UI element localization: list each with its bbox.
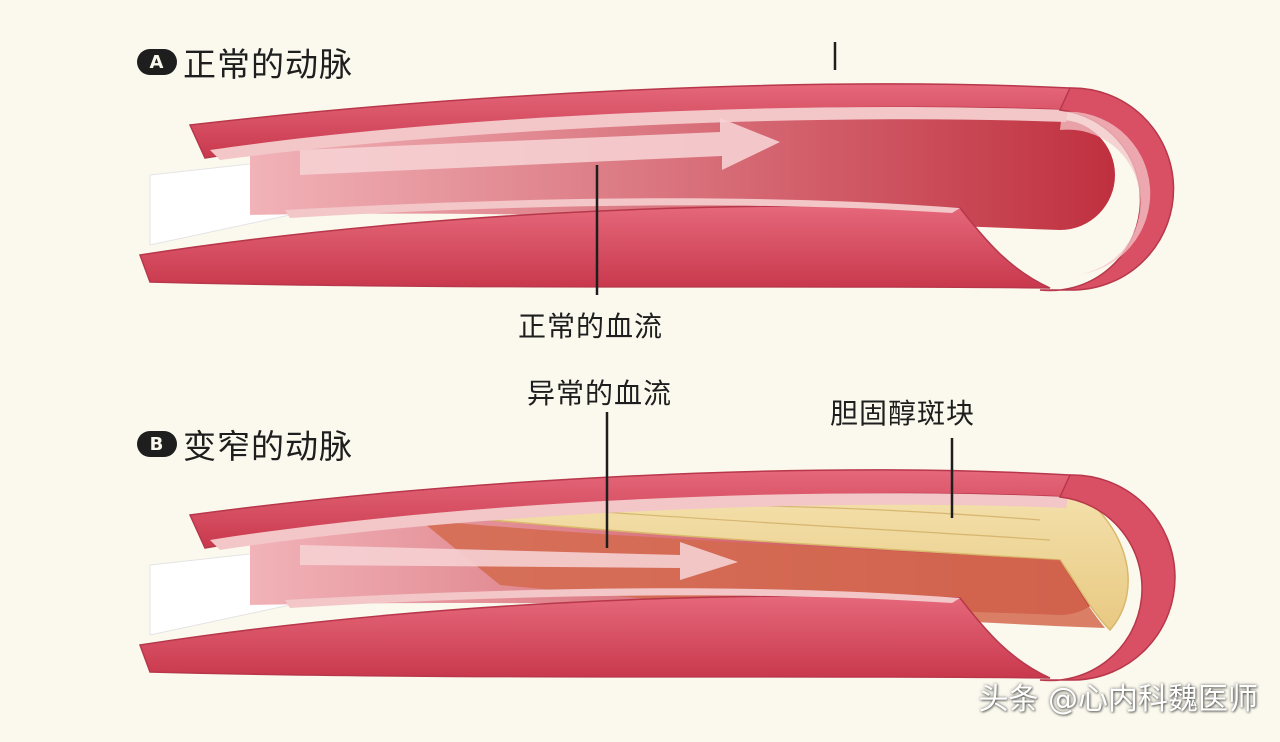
- upper-intima-b: [210, 493, 1068, 550]
- flow-arrow-a: [300, 118, 780, 175]
- upper-intima-a: [210, 106, 1068, 160]
- normal-artery: [138, 42, 1175, 295]
- narrowed-artery: [138, 412, 1176, 682]
- panel-b-title-text: 变窄的动脉: [183, 427, 353, 466]
- lower-intima-a: [285, 198, 960, 218]
- panel-b-title: B 变窄的动脉: [137, 420, 353, 468]
- panel-a-title: A 正常的动脉: [137, 38, 353, 86]
- panel-a-title-text: 正常的动脉: [183, 45, 353, 84]
- end-cap-intima-a: [1060, 111, 1151, 275]
- plaque-label: 胆固醇斑块: [830, 397, 976, 430]
- abnormal-flow-label: 异常的血流: [527, 377, 673, 410]
- watermark: 头条 @心内科魏医师: [978, 682, 1258, 717]
- lower-intima-b: [285, 588, 960, 608]
- panel-a-badge: A: [137, 49, 177, 75]
- panel-b-badge: B: [137, 431, 177, 457]
- lower-wall-b: [138, 595, 1051, 679]
- flow-arrow-b: [300, 542, 738, 580]
- lower-wall-a: [138, 205, 1051, 289]
- normal-flow-label: 正常的血流: [518, 310, 664, 343]
- end-cap-b: [1039, 474, 1176, 682]
